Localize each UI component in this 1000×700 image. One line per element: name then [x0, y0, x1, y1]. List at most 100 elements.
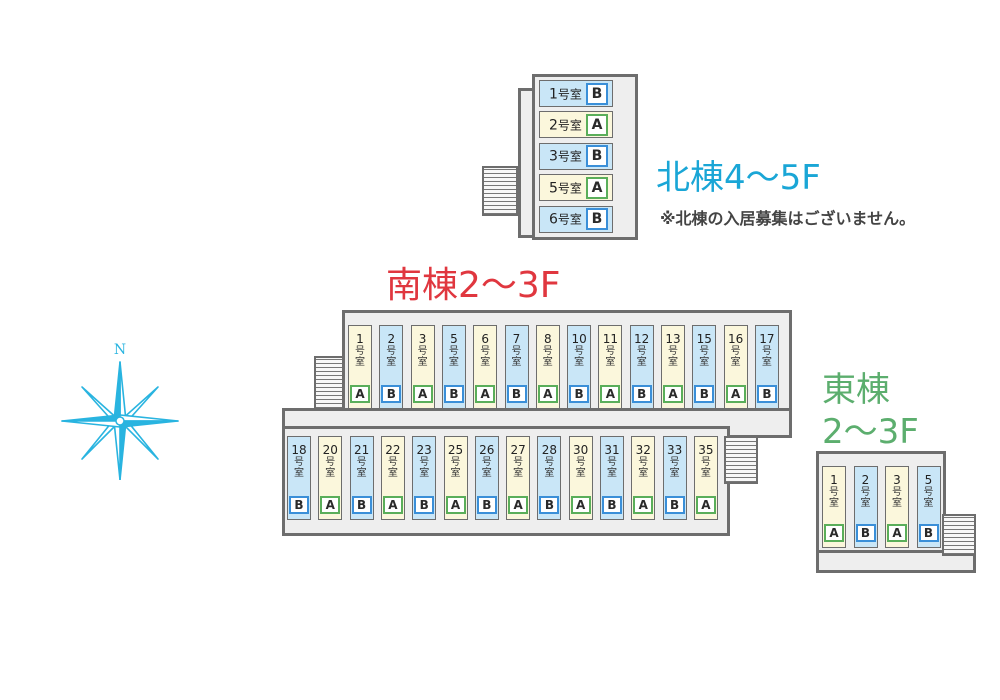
room-number: 25 [447, 443, 464, 457]
room-suffix-char: 号 [574, 346, 585, 357]
room-suffix: 号室 [557, 181, 582, 196]
room-suffix-char: 室 [294, 468, 304, 479]
room-type-badge: B [569, 385, 590, 403]
room-number: 20 [322, 443, 338, 457]
room-type-badge: A [824, 524, 844, 542]
room-suffix-char: 室 [386, 357, 397, 368]
room-number: 13 [665, 332, 681, 346]
room-suffix-char: 号 [761, 346, 772, 357]
room-suffix-char: 室 [636, 357, 647, 368]
room-suffix-char: 室 [448, 357, 459, 368]
room-type-badge: A [586, 113, 608, 136]
room-type-badge: A [586, 176, 608, 199]
room-suffix-char: 号 [669, 457, 680, 468]
room-suffix-char: 号 [668, 346, 678, 357]
room-suffix-char: 号 [386, 346, 397, 357]
room-type-badge: B [694, 385, 715, 403]
room-number: 27 [510, 443, 526, 457]
room-type-badge: A [350, 385, 370, 403]
room-suffix-char: 室 [355, 357, 365, 368]
south-stairwell-west [314, 356, 344, 410]
room-suffix-char: 室 [829, 498, 839, 509]
room-type-badge: A [537, 385, 558, 403]
north-note: ※北棟の入居募集はございません。 [660, 209, 916, 228]
room-number: 2 [861, 473, 870, 487]
room-suffix: 号室 [557, 149, 582, 164]
room-suffix-char: 号 [481, 457, 492, 468]
room-number: 15 [696, 332, 712, 346]
room-suffix-char: 号 [829, 487, 839, 498]
room-type-badge: B [351, 496, 372, 514]
room-suffix-char: 号 [417, 346, 428, 357]
room-label: 2号室 [549, 116, 582, 133]
room-number: 2 [387, 332, 396, 346]
room-suffix-char: 室 [481, 468, 492, 479]
room-type-badge: B [855, 524, 876, 542]
room-type-badge: B [476, 496, 497, 514]
room-number: 5 [549, 180, 558, 197]
room-label: 5号室 [549, 179, 582, 196]
room-suffix-char: 室 [574, 357, 585, 368]
room-number: 6 [549, 211, 558, 228]
room-suffix-char: 号 [542, 346, 553, 357]
north-stairwell [482, 166, 518, 216]
room-number: 1 [830, 473, 838, 487]
room-suffix-char: 号 [636, 346, 647, 357]
room-suffix-char: 号 [700, 457, 711, 468]
room-type-badge: B [586, 208, 608, 231]
room-number: 32 [635, 443, 651, 457]
room-suffix-char: 室 [450, 468, 461, 479]
room-suffix-char: 号 [638, 457, 649, 468]
room-type-badge: B [602, 496, 622, 514]
room-number: 6 [481, 332, 489, 346]
room-suffix-char: 室 [325, 468, 336, 479]
room-type-badge: B [506, 385, 527, 403]
room-type-badge: A [445, 496, 466, 514]
room-number: 28 [541, 443, 558, 457]
room-type-badge: A [412, 385, 433, 403]
room-suffix-char: 号 [513, 457, 524, 468]
room-type-badge: B [664, 496, 685, 514]
room-label: 3号室 [549, 148, 582, 165]
room-number: 18 [291, 443, 307, 457]
